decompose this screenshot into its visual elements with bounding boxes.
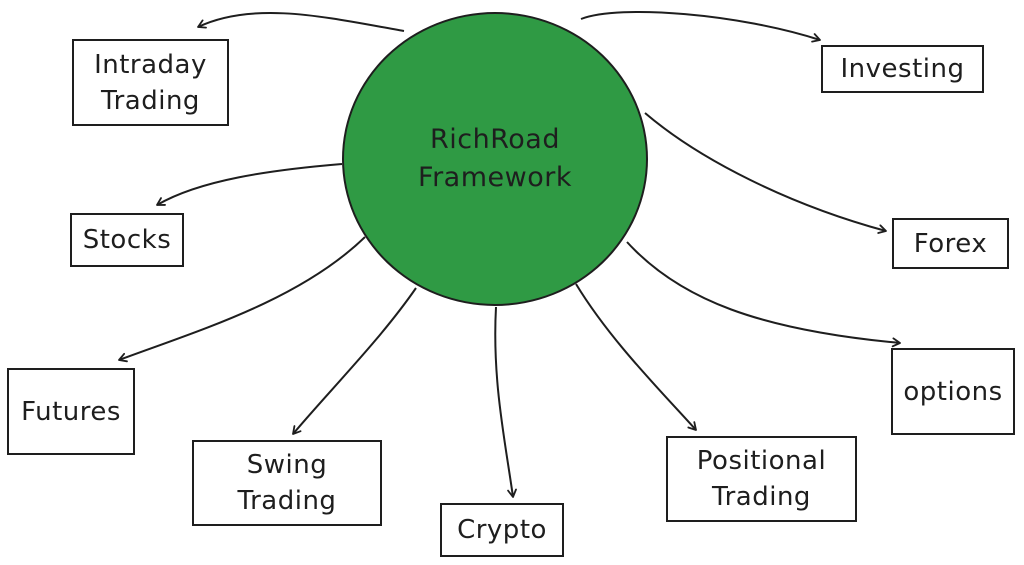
edge-hub-to-positional xyxy=(575,283,697,431)
edge-hub-to-forex xyxy=(644,112,887,234)
hub-node-richroad-framework[interactable]: RichRoad Framework xyxy=(342,12,648,306)
node-forex[interactable]: Forex xyxy=(892,218,1009,269)
node-label-positional-trading: Positional Trading xyxy=(696,446,827,512)
node-options[interactable]: options xyxy=(891,348,1015,435)
edge-hub-to-crypto xyxy=(494,306,517,498)
node-label-futures: Futures xyxy=(21,396,121,427)
edge-hub-to-options xyxy=(626,241,901,348)
node-positional-trading[interactable]: Positional Trading xyxy=(666,436,857,522)
node-label-intraday-trading: Intraday Trading xyxy=(94,49,207,116)
node-intraday-trading[interactable]: Intraday Trading xyxy=(72,39,229,126)
node-label-options: options xyxy=(903,376,1003,407)
node-label-swing-trading: Swing Trading xyxy=(237,450,337,516)
edge-hub-to-intraday xyxy=(197,12,405,32)
edge-hub-to-stocks xyxy=(156,163,343,206)
hub-label: RichRoad Framework xyxy=(418,124,572,193)
node-crypto[interactable]: Crypto xyxy=(440,503,564,557)
node-investing[interactable]: Investing xyxy=(821,45,984,93)
node-label-crypto: Crypto xyxy=(457,515,547,545)
node-label-forex: Forex xyxy=(913,228,988,259)
edge-hub-to-investing xyxy=(580,10,821,43)
node-futures[interactable]: Futures xyxy=(7,368,135,455)
edge-hub-to-swing xyxy=(292,287,417,435)
node-swing-trading[interactable]: Swing Trading xyxy=(192,440,382,526)
node-stocks[interactable]: Stocks xyxy=(70,213,184,267)
node-label-stocks: Stocks xyxy=(82,225,172,255)
edge-hub-to-futures xyxy=(118,236,366,363)
node-label-investing: Investing xyxy=(840,54,965,84)
